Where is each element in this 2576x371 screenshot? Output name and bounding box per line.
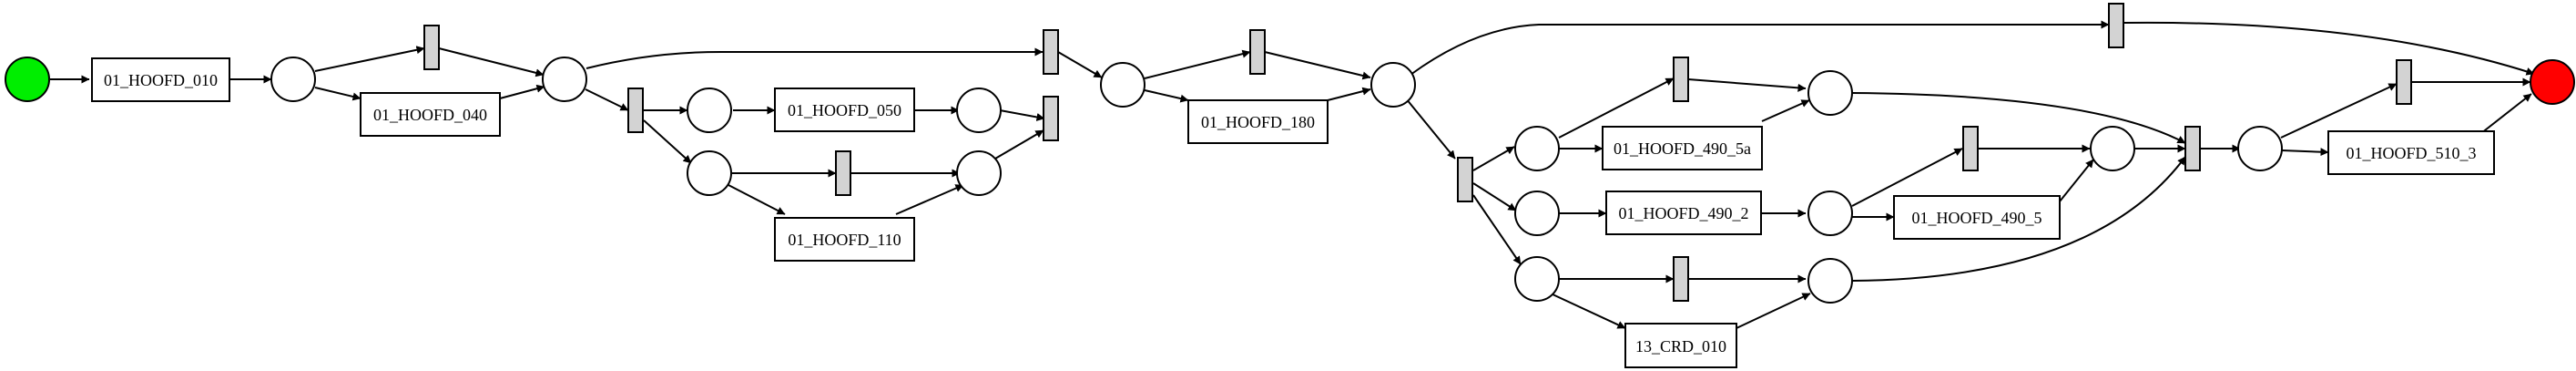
place xyxy=(1370,62,1416,108)
arc xyxy=(1851,92,2186,144)
place xyxy=(687,88,732,133)
transition-01-hoofd-010: 01_HOOFD_010 xyxy=(91,57,230,102)
silent-transition xyxy=(1457,157,1473,202)
silent-transition xyxy=(1043,29,1059,75)
transition-label: 01_HOOFD_110 xyxy=(788,231,901,249)
place xyxy=(1514,126,1560,171)
arc xyxy=(1550,293,1626,329)
transition-label: 01_HOOFD_490_2 xyxy=(1618,204,1748,222)
arc xyxy=(1472,194,1522,265)
arc xyxy=(999,109,1045,121)
arc xyxy=(1851,148,1963,207)
arc xyxy=(895,184,964,215)
place xyxy=(1100,62,1145,108)
transition-label: 01_HOOFD_010 xyxy=(104,71,218,89)
arc xyxy=(994,129,1044,160)
arcs xyxy=(50,20,2535,329)
arc xyxy=(1405,98,1456,160)
place xyxy=(1807,258,1853,304)
arc xyxy=(643,119,692,164)
labeled-transitions: 01_HOOFD_010 01_HOOFD_040 01_HOOFD_050 0… xyxy=(91,57,2495,368)
transition-13-crd-010: 13_CRD_010 xyxy=(1624,323,1737,368)
silent-transition xyxy=(835,150,851,196)
transition-01-hoofd-180: 01_HOOFD_180 xyxy=(1187,99,1329,144)
place xyxy=(1807,191,1853,236)
arc xyxy=(1057,51,1103,78)
silent-transition xyxy=(2108,3,2124,48)
place xyxy=(956,88,1002,133)
arc xyxy=(1144,89,1189,103)
arc xyxy=(585,47,1044,69)
source-place xyxy=(5,57,50,102)
arc xyxy=(2123,21,2535,76)
arc xyxy=(2476,93,2532,138)
places xyxy=(5,57,2575,304)
transition-label: 13_CRD_010 xyxy=(1635,337,1726,356)
arc xyxy=(1851,156,2186,282)
arc xyxy=(499,84,545,99)
silent-transition xyxy=(1043,96,1059,141)
arc xyxy=(1736,293,1811,329)
place xyxy=(1514,191,1560,236)
place xyxy=(1807,70,1853,116)
arc xyxy=(585,88,629,111)
transition-label: 01_HOOFD_490_5 xyxy=(1911,209,2041,227)
arc xyxy=(1144,49,1251,79)
sink-place xyxy=(2530,59,2575,105)
place xyxy=(1514,256,1560,302)
silent-transitions xyxy=(423,3,2412,302)
arc xyxy=(314,46,425,72)
transition-01-hoofd-490-2: 01_HOOFD_490_2 xyxy=(1605,191,1762,235)
arc xyxy=(1472,146,1515,171)
place xyxy=(2090,126,2135,171)
transition-label: 01_HOOFD_510_3 xyxy=(2346,144,2476,162)
place xyxy=(956,150,1002,196)
arc xyxy=(1687,78,1807,92)
transition-01-hoofd-490-5: 01_HOOFD_490_5 xyxy=(1893,195,2061,240)
transition-01-hoofd-110: 01_HOOFD_110 xyxy=(774,217,915,262)
arc xyxy=(728,184,786,215)
transition-label: 01_HOOFD_050 xyxy=(788,101,901,119)
silent-transition xyxy=(627,88,644,133)
silent-transition xyxy=(2396,59,2412,105)
silent-transition xyxy=(423,25,440,70)
arc xyxy=(314,87,361,101)
arc xyxy=(1472,182,1517,211)
silent-transition xyxy=(1673,57,1689,102)
transition-01-hoofd-510-3: 01_HOOFD_510_3 xyxy=(2327,130,2495,175)
arc xyxy=(2280,83,2398,139)
silent-transition xyxy=(1673,256,1689,302)
arc xyxy=(2281,148,2329,157)
transition-label: 01_HOOFD_040 xyxy=(373,106,487,124)
transition-01-hoofd-040: 01_HOOFD_040 xyxy=(360,92,501,137)
transition-label: 01_HOOFD_490_5a xyxy=(1614,139,1751,158)
arc xyxy=(1264,51,1371,80)
place xyxy=(2237,126,2283,171)
arc xyxy=(1558,77,1675,139)
silent-transition xyxy=(1962,126,1979,171)
arc xyxy=(438,47,545,77)
place xyxy=(542,57,587,102)
arc xyxy=(1327,87,1371,101)
silent-transition xyxy=(1249,29,1266,75)
place xyxy=(270,57,316,102)
place xyxy=(687,150,732,196)
transition-label: 01_HOOFD_180 xyxy=(1201,113,1315,131)
silent-transition xyxy=(2184,126,2201,171)
transition-01-hoofd-490-5a: 01_HOOFD_490_5a xyxy=(1602,126,1763,170)
arc xyxy=(1761,99,1810,122)
transition-01-hoofd-050: 01_HOOFD_050 xyxy=(774,88,915,132)
arc xyxy=(2059,159,2094,202)
arc xyxy=(1410,20,2110,76)
